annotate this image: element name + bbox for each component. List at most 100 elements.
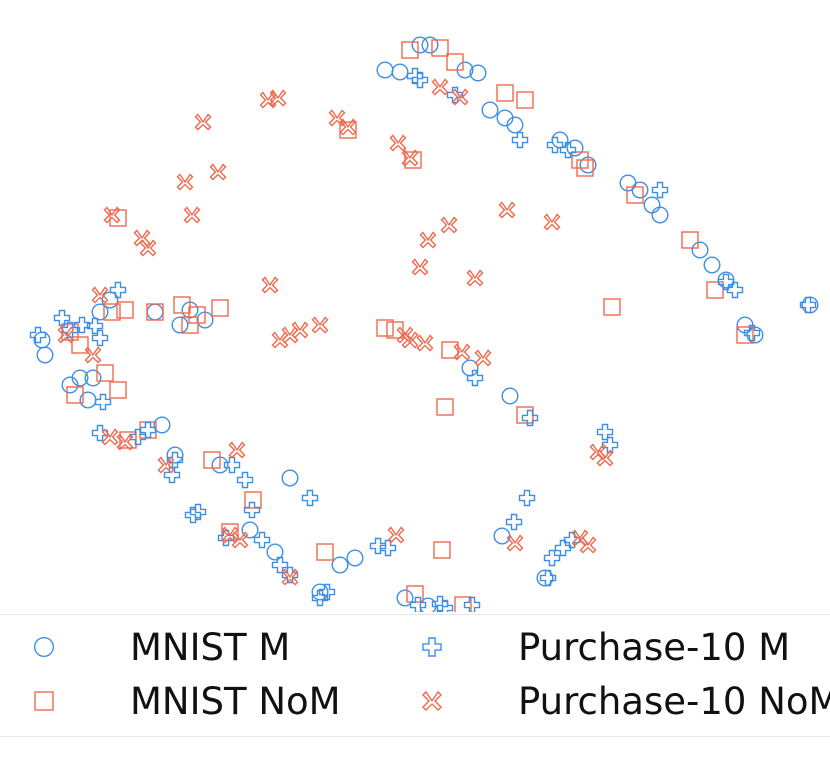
data-point [546,136,564,154]
data-point [651,181,669,199]
data-point [181,316,199,334]
data-point [386,321,404,339]
data-point [466,369,484,387]
data-point [91,303,109,321]
data-point [223,456,241,474]
data-point [387,526,405,544]
data-point [559,141,577,159]
data-point [451,88,469,106]
data-point [466,269,484,287]
data-point [91,329,109,347]
data-point [173,296,191,314]
data-point [291,321,309,339]
data-point [101,428,119,446]
data-point [328,109,346,127]
scatter-plot [29,36,819,612]
data-point [57,326,75,344]
data-point [436,599,454,612]
data-point [116,301,134,319]
legend-marker [34,691,54,711]
data-point [516,91,534,109]
data-point [301,489,319,507]
data-point [626,186,644,204]
data-point [411,71,429,89]
data-point [431,78,449,96]
data-point [401,41,419,59]
data-point [743,324,761,342]
data-point [139,239,157,257]
data-point [506,116,524,134]
data-point [736,326,754,344]
legend-label: Purchase-10 NoM [518,679,830,723]
data-point [396,589,414,607]
circle-marker-icon [33,636,55,658]
data-point [163,466,181,484]
data-point [518,489,536,507]
data-point [91,424,109,442]
data-point [401,331,419,349]
data-point [261,276,279,294]
data-point [603,298,621,316]
data-point [389,134,407,152]
data-point [133,229,151,247]
series-square [61,39,754,612]
data-point [316,543,334,561]
data-point [146,303,164,321]
data-point [463,596,481,612]
data-point [339,121,357,139]
data-point [543,549,561,567]
data-point [566,139,584,157]
data-point [619,174,637,192]
data-point [183,206,201,224]
data-point [454,596,472,612]
plus-marker-icon [422,637,442,657]
data-point [281,326,299,344]
data-point [446,53,464,71]
data-point [73,316,91,334]
series-x [57,78,614,586]
legend-item-purchase-10-m: Purchase-10 M [412,623,790,671]
data-point [157,456,175,474]
data-point [311,316,329,334]
data-point [411,36,429,54]
data-point [433,541,451,559]
data-point [498,201,516,219]
data-point [505,513,523,531]
data-point [94,393,112,411]
data-point [36,346,54,364]
data-point [376,319,394,337]
data-point [29,326,47,344]
data-point [33,331,51,349]
data-point [571,529,589,547]
data-point [253,531,271,549]
data-point [521,409,539,427]
data-point [109,281,127,299]
data-point [440,216,458,234]
data-point [194,113,212,131]
data-point [231,531,249,549]
data-point [563,531,581,549]
data-point [271,331,289,349]
data-point [146,303,164,321]
legend: MNIST M MNIST NoM Purchase-10 M Purchase… [0,614,830,737]
data-point [243,501,261,519]
data-point [139,421,157,439]
data-point [188,306,206,324]
data-point [103,303,121,321]
data-point [166,446,184,464]
data-point [53,309,71,327]
data-point [71,336,89,354]
data-point [61,321,79,339]
data-point [171,316,189,334]
legend-label: MNIST NoM [130,679,341,723]
legend-label: Purchase-10 M [518,625,791,669]
square-marker-icon [34,691,54,711]
data-point [66,386,84,404]
legend-item-mnist-m: MNIST M [24,623,290,671]
data-point [153,416,171,434]
data-point [281,568,299,586]
data-point [799,296,817,314]
data-point [406,67,424,85]
data-point [409,596,427,612]
data-point [96,364,114,382]
